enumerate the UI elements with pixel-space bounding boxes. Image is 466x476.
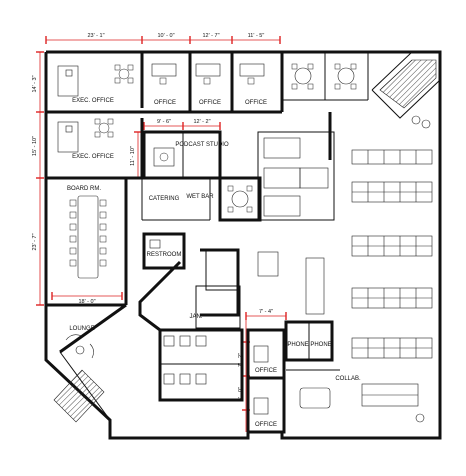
dim-podcast-h: 11' - 10" (130, 146, 136, 166)
stairs-bottom-left (53, 369, 105, 423)
stairs-top-right (379, 59, 437, 109)
dim-top-1: 23' - 1" (87, 33, 104, 39)
dimension-lines (36, 36, 287, 432)
collab-tables (299, 383, 419, 409)
dim-left-3: 23' - 7" (32, 233, 38, 250)
dim-board-width: 18' - 0" (78, 299, 95, 305)
label-phone-1: PHONE (287, 342, 308, 348)
label-exec-office-1: EXEC. OFFICE (72, 98, 114, 104)
label-office-1: OFFICE (154, 100, 176, 106)
restroom-fixtures (149, 239, 207, 385)
dim-top-4: 11' - 5" (248, 33, 265, 39)
plants (411, 115, 431, 423)
label-office-2: OFFICE (199, 100, 221, 106)
label-lounge: LOUNGE (69, 326, 94, 332)
open-office-desks (351, 149, 433, 359)
workstation-cluster (263, 137, 329, 217)
dim-top-2: 10' - 0" (157, 33, 174, 39)
center-tables (257, 251, 325, 315)
lounge-furniture (65, 334, 94, 359)
dim-left-1: 14' - 3" (32, 75, 38, 92)
label-restroom: RESTROOM (147, 252, 182, 258)
label-exec-office-2: EXEC. OFFICE (72, 154, 114, 160)
label-office-3: OFFICE (245, 100, 267, 106)
round-table (227, 185, 253, 213)
dim-top-3: 12' - 7" (202, 33, 219, 39)
label-jan: JAN. (189, 314, 202, 320)
interior-walls (46, 51, 441, 434)
dim-left-2: 15' - 10" (32, 136, 38, 156)
dim-podcast-w1: 9' - 6" (157, 119, 171, 125)
label-podcast-studio: PODCAST STUDIO (175, 142, 229, 148)
dim-podcast-w2: 12' - 2" (193, 119, 210, 125)
label-catering: CATERING (149, 196, 180, 202)
office-furniture (151, 63, 265, 85)
room-labels: EXEC. OFFICE EXEC. OFFICE OFFICE OFFICE … (67, 98, 361, 428)
board-table (69, 195, 107, 279)
exec-office-furniture (57, 64, 134, 153)
label-phone-2: PHONE (310, 342, 331, 348)
lower-office-furniture (253, 345, 269, 415)
label-office-4: OFFICE (255, 368, 277, 374)
label-collab: COLLAB. (335, 376, 361, 382)
pod-tables (291, 63, 357, 90)
label-office-5: OFFICE (255, 422, 277, 428)
label-board-room: BOARD RM. (67, 186, 101, 192)
podcast-furniture (153, 147, 175, 167)
label-wet-bar: WET BAR (186, 194, 214, 200)
dim-office-small: 7' - 4" (259, 309, 273, 315)
